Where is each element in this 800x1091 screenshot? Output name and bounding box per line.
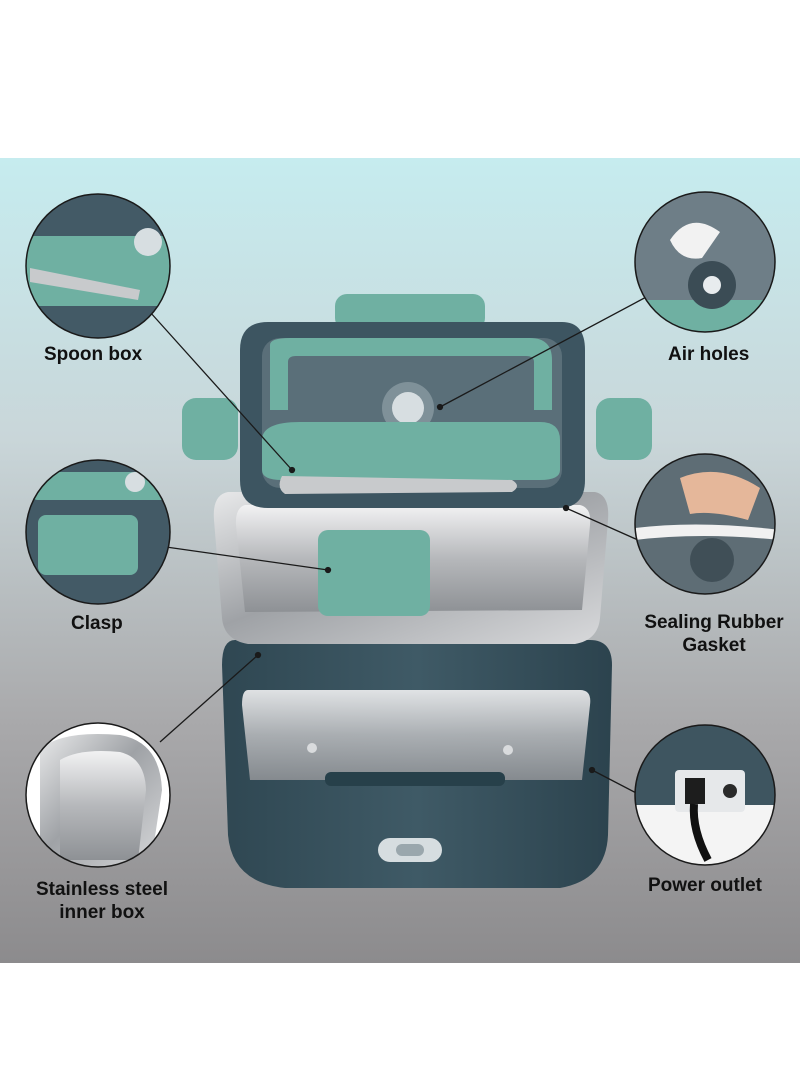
label-stainless-steel-line2: inner box [59, 902, 145, 923]
carry-handle [270, 338, 552, 410]
stainless-detail-circle [25, 722, 171, 868]
lid [182, 294, 652, 616]
label-sealing-gasket-line1: Sealing Rubber [644, 612, 784, 633]
clasp-detail-circle [25, 459, 171, 605]
label-air-holes: Air holes [668, 344, 750, 365]
label-power-outlet: Power outlet [648, 875, 763, 896]
spoon-box-detail-circle [25, 193, 171, 339]
clasp-flap [318, 530, 430, 616]
label-spoon-box: Spoon box [44, 344, 143, 365]
gasket-detail-circle [634, 453, 776, 595]
spoon-compartment [262, 422, 560, 480]
label-sealing-gasket: Sealing Rubber Gasket [634, 611, 794, 657]
power-outlet-detail-circle [634, 724, 776, 866]
callout-lines [149, 294, 651, 796]
label-clasp: Clasp [71, 613, 123, 634]
label-sealing-gasket-line2: Gasket [682, 635, 746, 656]
label-stainless-steel: Stainless steel inner box [22, 878, 182, 924]
air-holes-detail-circle [634, 191, 776, 333]
heater-base [222, 640, 612, 888]
label-stainless-steel-line1: Stainless steel [35, 879, 169, 900]
